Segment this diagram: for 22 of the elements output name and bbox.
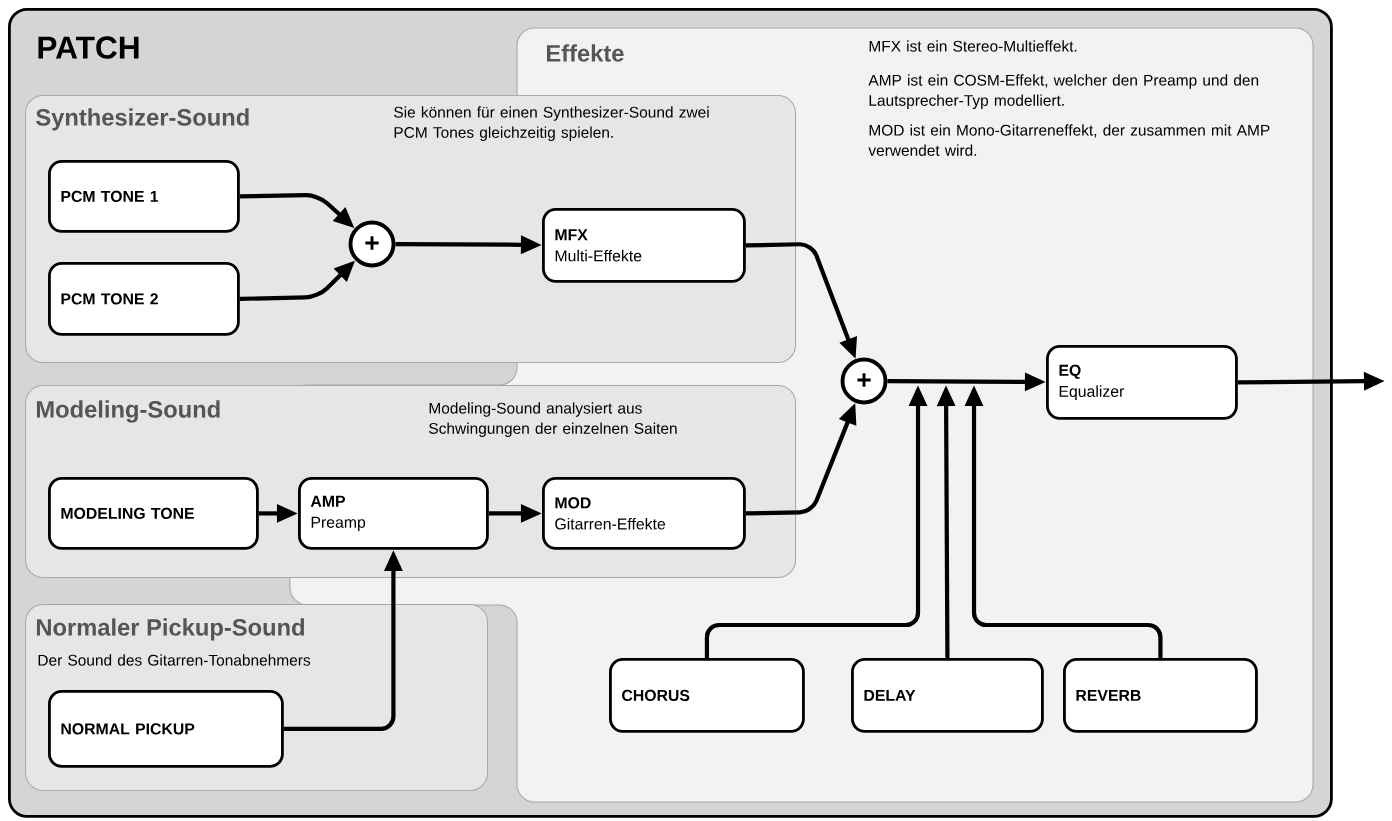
description-text: AMP ist ein COSM-Effekt, welcher den Preamp und den Lautsprecher-Typ modelliert.	[868, 74, 1259, 109]
process-box: DELAY	[851, 658, 1044, 733]
process-box: MFX Multi-Effekte	[542, 208, 746, 283]
process-box: PCM TONE 2	[48, 262, 240, 336]
description-text: Modeling-Sound analysiert aus Schwingungen der einzelnen Saiten	[429, 402, 677, 437]
description-text: Der Sound des Gitarren-Tonabnehmers	[38, 654, 311, 666]
process-box: NORMAL PICKUP	[48, 690, 284, 768]
process-box: PCM TONE 1	[48, 160, 240, 233]
group-heading: Effekte	[546, 44, 624, 62]
group-heading: Synthesizer-Sound	[36, 108, 249, 131]
group-heading: Normaler Pickup-Sound	[36, 618, 304, 641]
group-heading: Modeling-Sound	[36, 400, 220, 423]
description-text: Sie können für einen Synthesizer-Sound zwei PCM Tones gleichzeitig spielen.	[394, 106, 709, 141]
process-box: CHORUS	[609, 658, 805, 733]
process-box: MODELING TONE	[48, 477, 259, 550]
description-text: MFX ist ein Stereo-Multieffekt.	[869, 40, 1077, 52]
group-heading: PATCH	[38, 36, 139, 59]
process-box: EQ Equalizer	[1046, 345, 1238, 420]
process-box: MOD Gitarren-Effekte	[542, 477, 746, 550]
process-box: AMP Preamp	[298, 477, 489, 550]
description-text: MOD ist ein Mono-Gitarreneffekt, der zusammen mit AMP verwendet wird.	[868, 124, 1270, 156]
process-box: REVERB	[1063, 658, 1258, 733]
